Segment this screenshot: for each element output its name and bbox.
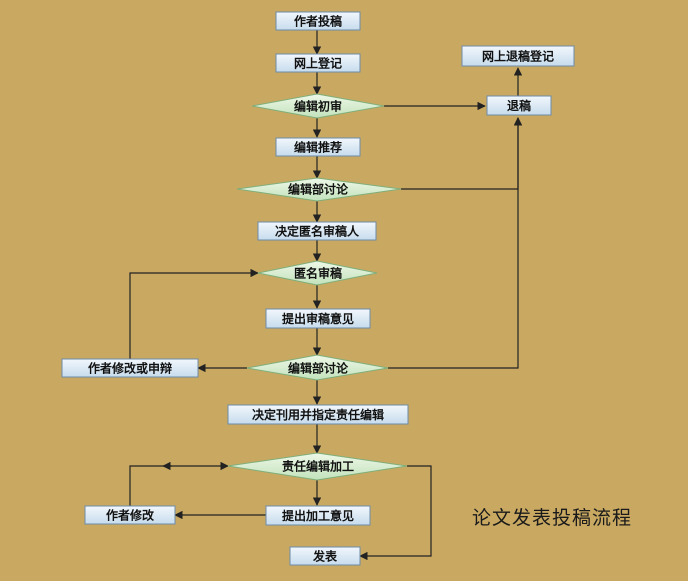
node-register-label: 网上登记 [294,56,342,71]
node-submit-label: 作者投稿 [294,14,342,29]
node-reject: 退稿 [486,95,552,116]
node-discussion1-label: 编辑部讨论 [287,182,349,197]
node-reject-label: 退稿 [507,98,531,113]
edge-discussion2-reject [388,117,523,369]
node-editor-process: 责任编辑加工 [227,452,408,481]
node-decide-reviewer: 决定匿名审稿人 [257,221,377,241]
node-online-reject-register: 网上退稿登记 [461,45,575,67]
connectors [129,30,523,561]
node-publish-label: 发表 [312,549,338,564]
node-process-opinion: 提出加工意见 [265,505,371,526]
node-discussion2-label: 编辑部讨论 [287,361,349,376]
node-initial-review: 编辑初审 [251,93,385,119]
node-author-revise: 作者修改 [84,505,176,525]
node-recommend-label: 编辑推荐 [293,140,342,155]
node-editor-process-label: 责任编辑加工 [282,459,354,474]
node-discussion1: 编辑部讨论 [236,177,402,202]
node-decide-use-label: 决定刊用并指定责任编辑 [252,407,384,422]
edge-authorrevise-process [129,461,229,506]
node-anonymous-review-label: 匿名审稿 [294,266,342,281]
node-discussion2: 编辑部讨论 [246,354,389,381]
node-process-opinion-label: 提出加工意见 [282,508,354,523]
node-publish: 发表 [289,546,361,566]
node-review-opinion: 提出审稿意见 [265,308,371,329]
edge-process-publish [359,465,432,561]
node-review-opinion-label: 提出审稿意见 [282,311,354,326]
edge-appeal-anonymous [129,268,259,359]
node-decide-use: 决定刊用并指定责任编辑 [227,404,409,425]
node-recommend: 编辑推荐 [275,137,361,157]
node-online-reject-register-label: 网上退稿登记 [482,49,554,64]
node-decide-reviewer-label: 决定匿名审稿人 [275,224,360,239]
node-author-revise-appeal: 作者修改或申辩 [61,358,199,378]
node-anonymous-review: 匿名审稿 [257,260,378,286]
diagram-title: 论文发表投稿流程 [472,507,633,529]
node-author-revise-label: 作者修改 [106,508,155,523]
node-author-revise-appeal-label: 作者修改或申辩 [88,361,172,376]
node-submit: 作者投稿 [275,11,361,31]
edge-discussion1-reject [401,117,523,190]
node-initial-review-label: 编辑初审 [293,99,342,114]
node-register: 网上登记 [275,53,361,73]
